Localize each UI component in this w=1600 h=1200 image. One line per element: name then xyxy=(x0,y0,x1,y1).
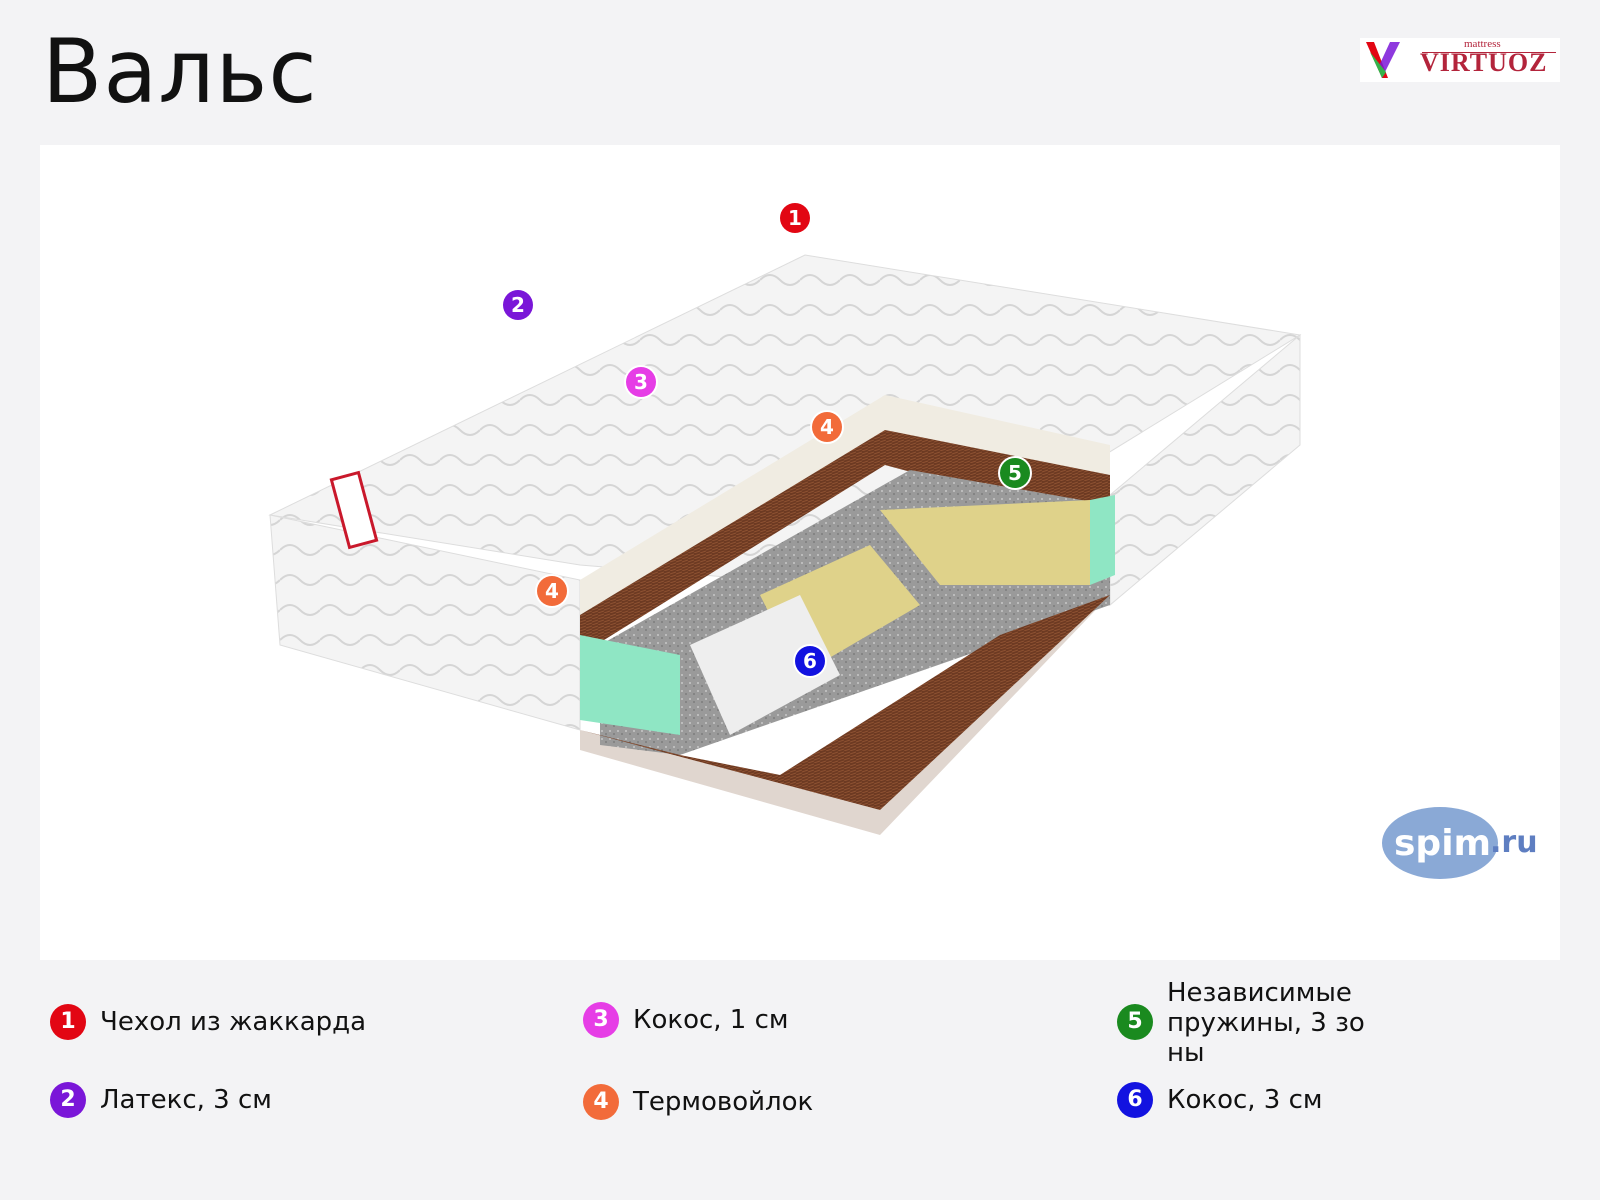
page-title: Вальс xyxy=(42,20,318,123)
marker-4-top: 4 xyxy=(812,412,842,442)
legend-item-5: 5 Независимые пружины, 3 зоны xyxy=(1117,978,1377,1068)
legend: 1 Чехол из жаккарда 2 Латекс, 3 см 3 Кок… xyxy=(50,978,1570,1178)
brand-tagline: mattress xyxy=(1464,38,1501,50)
spim-suffix: .ru xyxy=(1490,825,1538,860)
legend-text-1: Чехол из жаккарда xyxy=(100,1007,367,1037)
legend-num-3: 3 xyxy=(583,1002,619,1038)
marker-6: 6 xyxy=(795,646,825,676)
legend-num-2: 2 xyxy=(50,1082,86,1118)
legend-text-4: Термовойлок xyxy=(633,1087,814,1117)
legend-num-6: 6 xyxy=(1117,1082,1153,1118)
legend-item-4: 4 Термовойлок xyxy=(583,1084,863,1120)
legend-item-6: 6 Кокос, 3 см xyxy=(1117,1082,1397,1118)
mattress-tag xyxy=(329,470,379,550)
legend-item-3: 3 Кокос, 1 см xyxy=(583,1002,863,1038)
legend-item-1: 1 Чехол из жаккарда xyxy=(50,1004,400,1040)
marker-3: 3 xyxy=(626,367,656,397)
springs-white xyxy=(690,595,840,735)
marker-5: 5 xyxy=(1000,458,1030,488)
foam-block xyxy=(580,635,680,735)
legend-text-3: Кокос, 1 см xyxy=(633,1005,789,1035)
marker-4-left: 4 xyxy=(537,576,567,606)
legend-num-5: 5 xyxy=(1117,1004,1153,1040)
mattress-illustration: 1 2 3 4 4 5 6 spim .ru xyxy=(40,145,1560,960)
legend-num-1: 1 xyxy=(50,1004,86,1040)
marker-2: 2 xyxy=(503,290,533,320)
mattress-drawing xyxy=(268,254,1302,835)
spim-blob-icon xyxy=(1382,807,1498,879)
legend-text-6: Кокос, 3 см xyxy=(1167,1085,1323,1115)
legend-text-5: Независимые пружины, 3 зоны xyxy=(1167,978,1365,1068)
marker-1: 1 xyxy=(780,203,810,233)
spim-main: spim xyxy=(1394,823,1492,864)
brand-v-icon xyxy=(1366,42,1400,78)
springs-yellow xyxy=(880,500,1090,585)
brand-rule xyxy=(1422,52,1556,53)
brand-name: VIRTUOZ xyxy=(1420,48,1548,77)
bottom-coconut xyxy=(580,595,1110,810)
legend-text-2: Латекс, 3 см xyxy=(100,1085,272,1115)
legend-item-2: 2 Латекс, 3 см xyxy=(50,1082,330,1118)
legend-num-4: 4 xyxy=(583,1084,619,1120)
spim-watermark: spim .ru xyxy=(1378,805,1548,885)
brand-logo: mattress VIRTUOZ xyxy=(1360,38,1560,82)
